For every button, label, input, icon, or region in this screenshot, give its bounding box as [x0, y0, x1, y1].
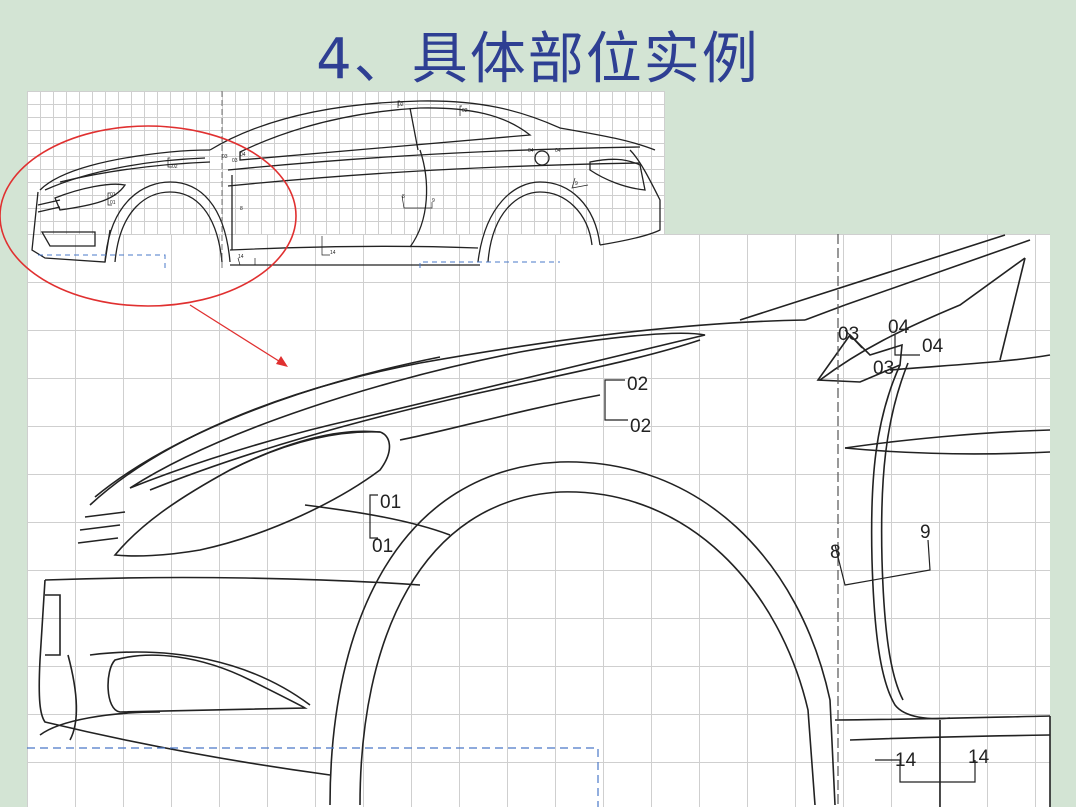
label-9: 9 [920, 522, 931, 543]
label-03-lower: 03 [873, 358, 894, 379]
ov-label-01: 01 [110, 192, 116, 198]
ov-label-04c: 04 [555, 148, 561, 154]
label-03-upper: 03 [838, 324, 859, 345]
ov-label-04b: 04 [528, 148, 534, 154]
callout-arrow [189, 304, 288, 367]
label-8: 8 [830, 542, 841, 563]
ov-label-04: 04 [240, 152, 246, 158]
label-04-left: 04 [888, 317, 910, 338]
label-14-right: 14 [968, 747, 990, 768]
label-01-lower: 01 [372, 536, 393, 557]
overview-dashed-lines [38, 254, 560, 268]
ov-label-02c: 02 [462, 108, 468, 114]
label-14-left: 14 [895, 750, 917, 771]
label-02-upper: 02 [627, 374, 648, 395]
ov-label-02: 02 [172, 164, 178, 170]
ov-label-02b: 02 [398, 102, 404, 108]
ov-label-14: 14 [238, 254, 244, 260]
overview-brackets [107, 100, 589, 266]
label-02-lower: 02 [630, 416, 651, 437]
ov-label-8b: 8 [402, 194, 405, 200]
callout-ellipse [0, 125, 297, 307]
detail-dashed-lines [27, 234, 839, 807]
ov-label-01b: 01 [110, 200, 116, 206]
ov-label-03: 03 [222, 154, 228, 160]
detail-car [38, 234, 1051, 807]
ov-label-9: 9 [432, 198, 435, 204]
detail-drawing-panel [27, 234, 1050, 807]
ov-label-14b: 14 [330, 250, 336, 256]
ov-label-8: 8 [240, 206, 243, 212]
overview-car [31, 100, 661, 266]
label-04-right: 04 [922, 336, 944, 357]
ov-label-9b: 9 [575, 181, 578, 187]
label-01-upper: 01 [380, 492, 401, 513]
ov-label-03b: 03 [232, 158, 238, 164]
overview-labels: 02 03 04 03 01 01 02 02 04 04 8 8 9 9 14… [110, 102, 578, 260]
slide-title: 4、具体部位实例 [316, 27, 760, 92]
detail-callout-brackets [369, 329, 976, 783]
